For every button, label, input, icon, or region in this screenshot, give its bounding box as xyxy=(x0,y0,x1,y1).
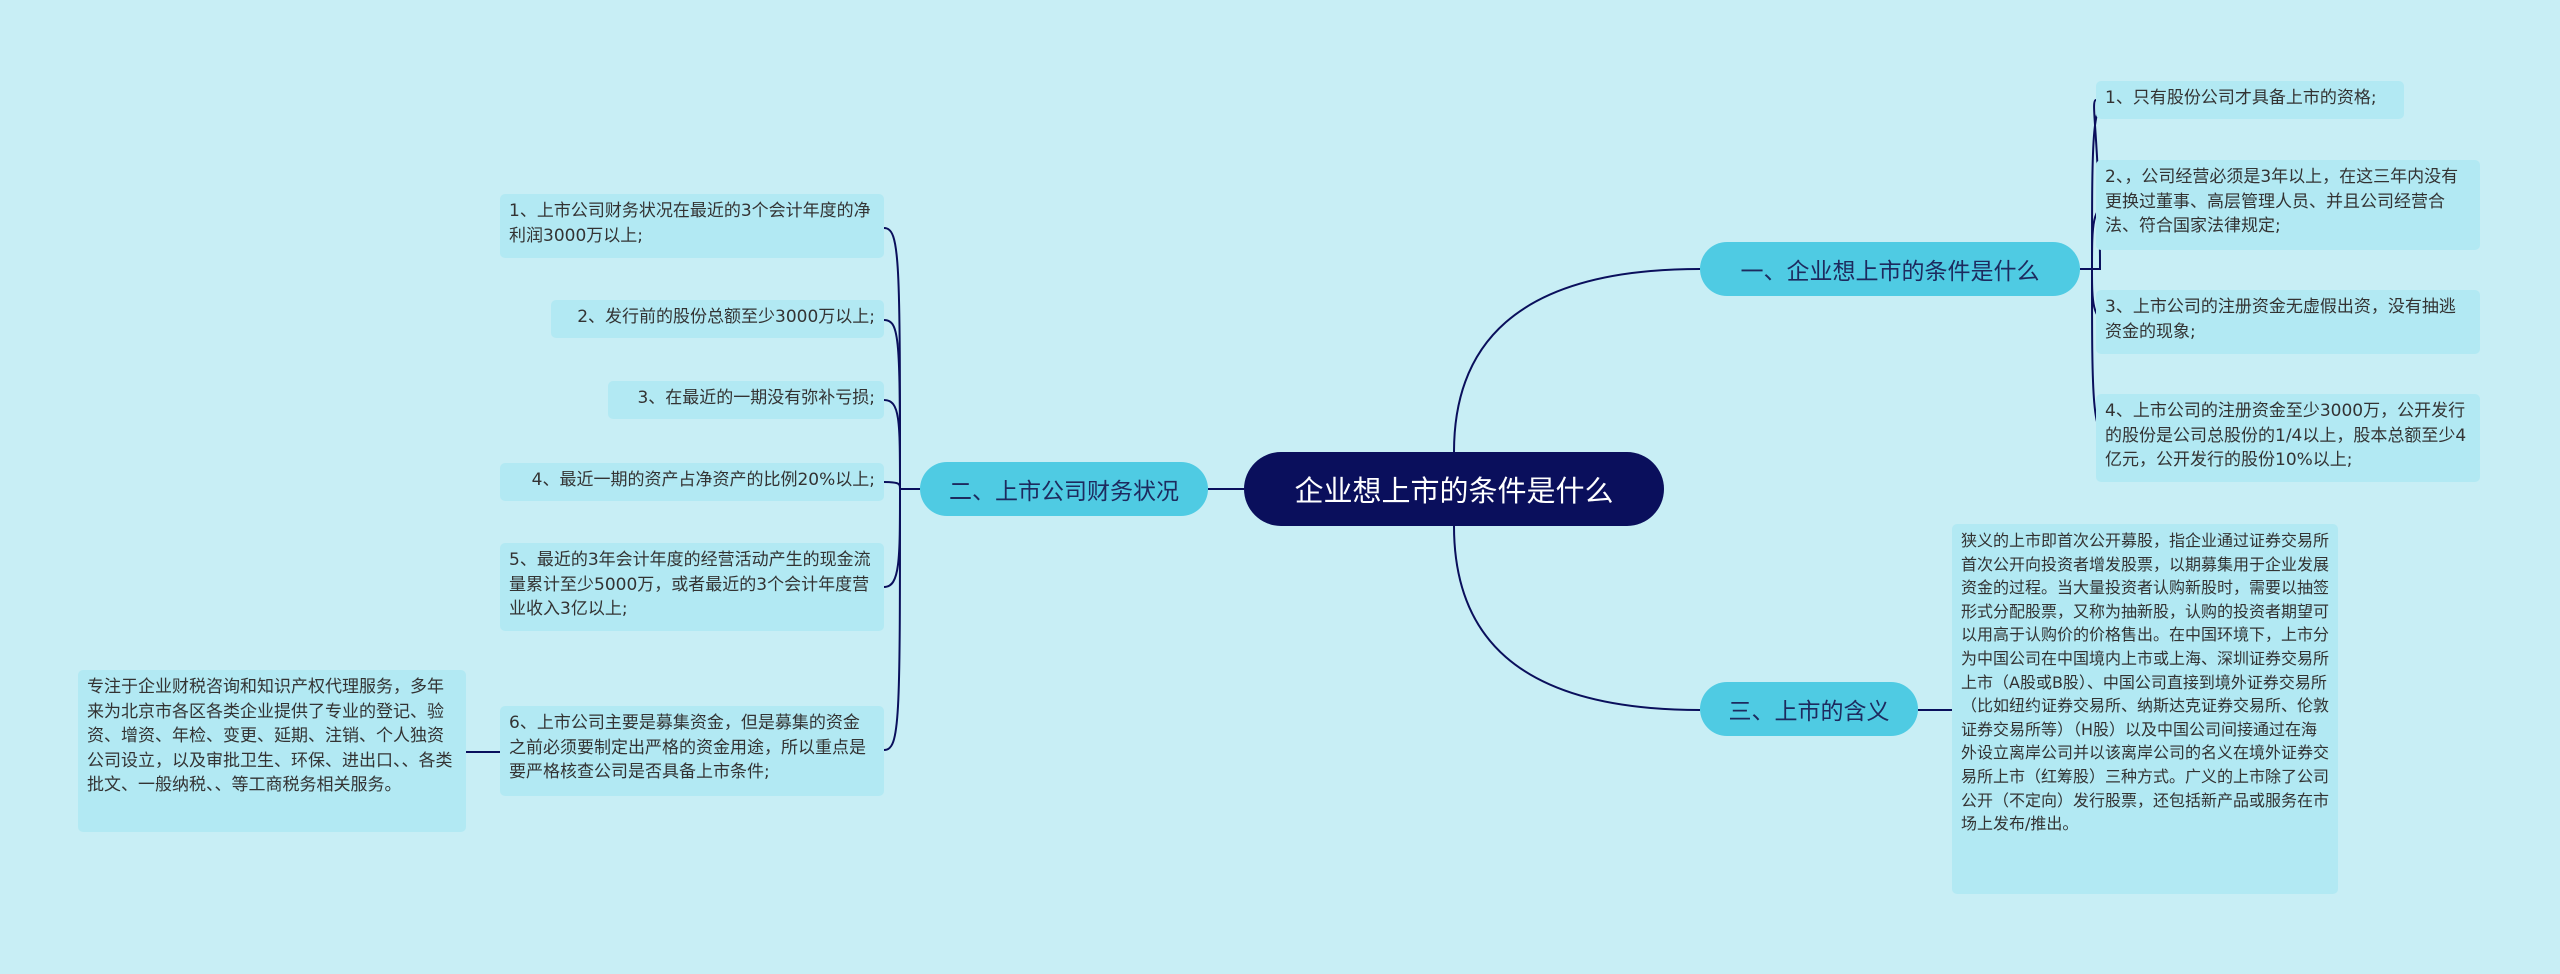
leaf-node[interactable]: 4、最近一期的资产占净资产的比例20%以上; xyxy=(500,463,884,501)
leaf-node[interactable]: 5、最近的3年会计年度的经营活动产生的现金流量累计至少5000万，或者最近的3个… xyxy=(500,543,884,631)
root-node[interactable]: 企业想上市的条件是什么 xyxy=(1244,452,1664,526)
leaf-node[interactable]: 狭义的上市即首次公开募股，指企业通过证券交易所首次公开向投资者增发股票，以期募集… xyxy=(1952,524,2338,894)
leaf-node[interactable]: 3、在最近的一期没有弥补亏损; xyxy=(608,381,884,419)
leaf-node[interactable]: 2、，公司经营必须是3年以上，在这三年内没有更换过董事、高层管理人员、并且公司经… xyxy=(2096,160,2480,250)
branch-node-3[interactable]: 三、上市的含义 xyxy=(1700,682,1918,736)
leaf-node[interactable]: 4、上市公司的注册资金至少3000万，公开发行的股份是公司总股份的1/4以上，股… xyxy=(2096,394,2480,482)
leaf-node[interactable]: 3、上市公司的注册资金无虚假出资，没有抽逃资金的现象; xyxy=(2096,290,2480,354)
leaf-node[interactable]: 1、只有股份公司才具备上市的资格; xyxy=(2096,81,2404,119)
branch-node-2[interactable]: 二、上市公司财务状况 xyxy=(920,462,1208,516)
connector-root-branch1 xyxy=(1453,268,1701,453)
leaf-node[interactable]: 1、上市公司财务状况在最近的3个会计年度的净利润3000万以上; xyxy=(500,194,884,258)
leaf-node[interactable]: 2、发行前的股份总额至少3000万以上; xyxy=(551,300,884,338)
branch-node-1[interactable]: 一、企业想上市的条件是什么 xyxy=(1700,242,2080,296)
sub-note[interactable]: 专注于企业财税咨询和知识产权代理服务，多年来为北京市各区各类企业提供了专业的登记… xyxy=(78,670,466,832)
leaf-node[interactable]: 6、上市公司主要是募集资金，但是募集的资金之前必须要制定出严格的资金用途，所以重… xyxy=(500,706,884,796)
connector-root-branch3 xyxy=(1453,525,1701,711)
